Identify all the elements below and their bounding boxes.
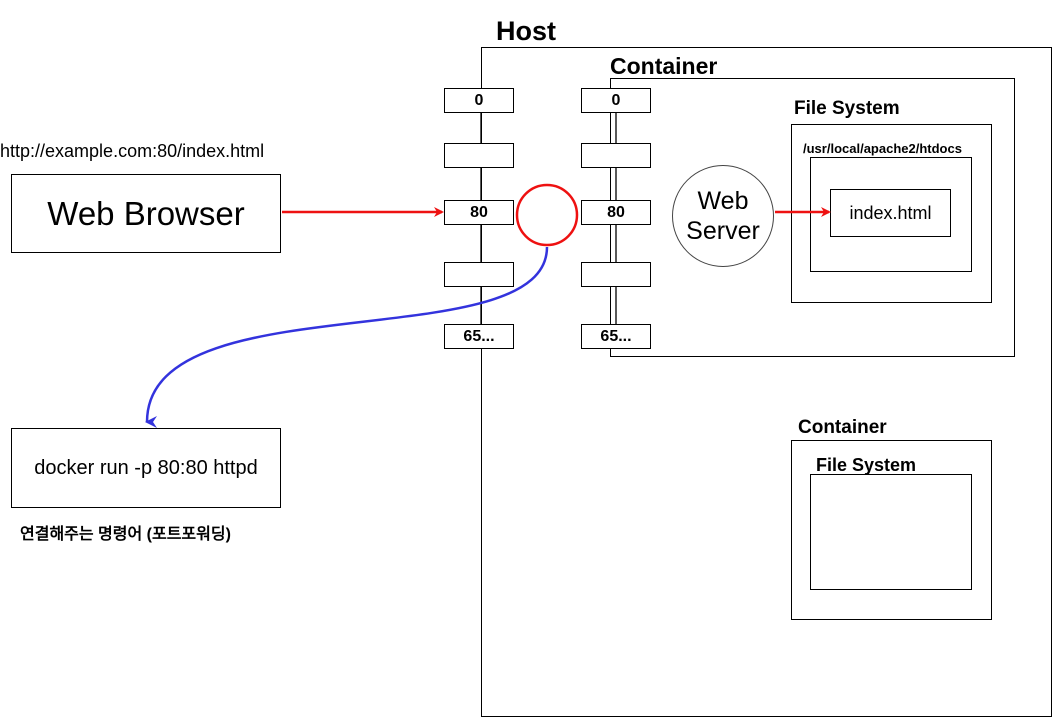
host-port-label: 65... — [463, 327, 495, 345]
web-server-label-line1: Web — [697, 187, 749, 215]
second-container-title: Container — [798, 417, 887, 438]
second-file-system-box — [810, 474, 972, 590]
container-port-slot — [581, 262, 651, 287]
htdocs-path: /usr/local/apache2/htdocs — [803, 141, 962, 156]
host-port-label: 0 — [474, 91, 484, 109]
file-system-title: File System — [794, 98, 900, 119]
host-port-label: 80 — [470, 203, 488, 221]
host-title: Host — [496, 16, 556, 46]
port-forward-curve — [145, 246, 549, 429]
container-title: Container — [610, 53, 718, 79]
docker-command-text: docker run -p 80:80 httpd — [34, 456, 258, 479]
index-file-label: index.html — [849, 202, 932, 223]
host-port-slot — [444, 262, 514, 287]
second-file-system-title: File System — [816, 455, 917, 475]
container-port-max: 65... — [581, 324, 651, 349]
container-port-label: 0 — [611, 91, 621, 109]
host-port-80: 80 — [444, 200, 514, 225]
container-port-80: 80 — [581, 200, 651, 225]
container-port-label: 80 — [607, 203, 625, 221]
host-port-max: 65... — [444, 324, 514, 349]
web-server-circle: Web Server — [672, 165, 774, 267]
container-port-slot — [581, 143, 651, 168]
command-caption: 연결해주는 명령어 (포트포워딩) — [20, 526, 231, 543]
container-port-0: 0 — [581, 88, 651, 113]
url-text: http://example.com:80/index.html — [0, 141, 265, 161]
docker-command-box: docker run -p 80:80 httpd — [11, 428, 281, 508]
index-file-box: index.html — [830, 189, 951, 237]
port-mapping-circle — [515, 183, 579, 247]
container-port-label: 65... — [600, 327, 632, 345]
web-server-label-line2: Server — [686, 217, 760, 245]
web-browser-box: Web Browser — [11, 174, 281, 253]
web-browser-label: Web Browser — [47, 194, 245, 232]
host-port-0: 0 — [444, 88, 514, 113]
host-port-slot — [444, 143, 514, 168]
